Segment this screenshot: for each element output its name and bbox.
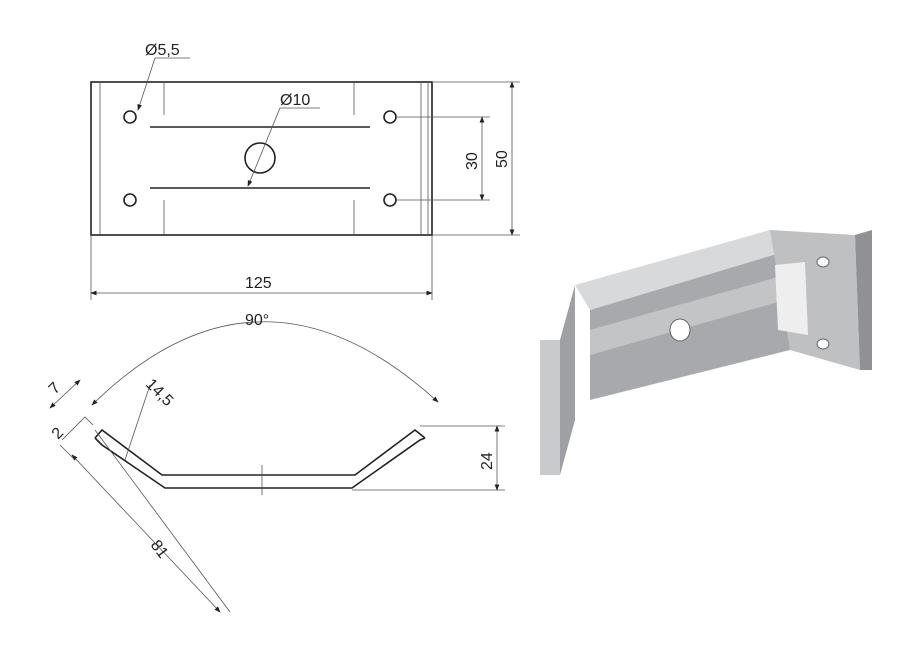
label-depth: 24: [479, 452, 496, 470]
label-angle: 90°: [245, 312, 269, 329]
label-flange: 7: [46, 379, 64, 397]
top-view: Ø5,5 Ø10 30 50 125: [90, 42, 520, 300]
label-side: 81: [147, 537, 171, 562]
label-hole-center: Ø10: [280, 92, 310, 109]
side-view: 90° 7 14,5 2 81 24: [46, 312, 505, 613]
bracket-3d-render: [540, 230, 872, 475]
label-offset: 14,5: [142, 376, 176, 410]
label-length: 125: [245, 275, 272, 292]
label-thickness: 2: [49, 424, 67, 442]
label-hole-spacing: 30: [464, 152, 481, 170]
label-hole-small: Ø5,5: [145, 42, 180, 59]
label-height: 50: [494, 150, 511, 168]
